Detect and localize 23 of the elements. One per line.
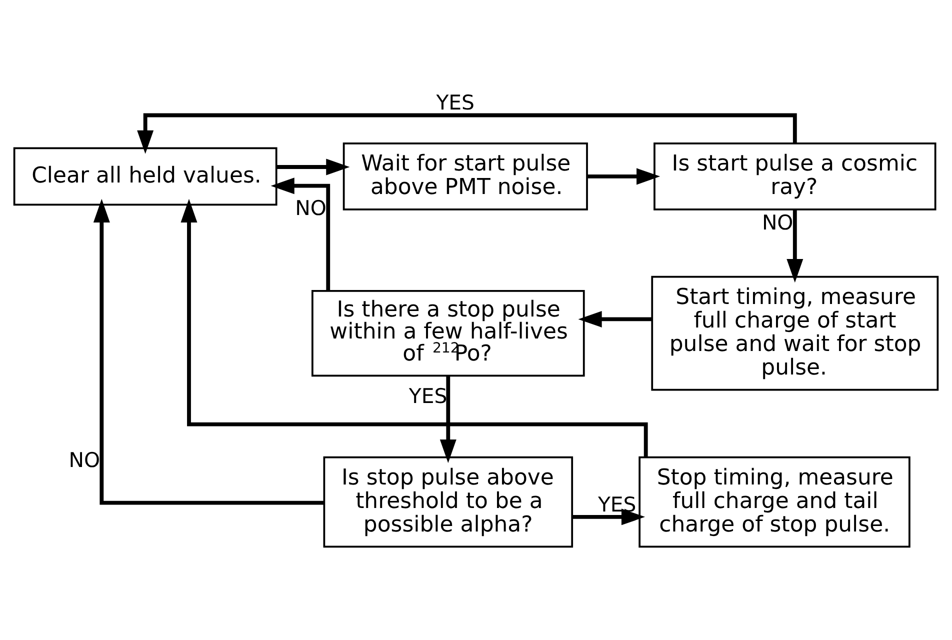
arrow [786,210,804,283]
arrow [180,198,648,458]
edge-label: YES [436,90,474,115]
edge-label: YES [598,492,636,516]
edge-label: YES [408,384,448,408]
edge-label: NO [762,210,794,235]
arrow [137,113,797,154]
node-box: Start timing, measure full charge of start pulse and wait for stop pulse. [651,276,939,391]
arrow [93,198,324,505]
node-box: Is start pulse a cosmic ray? [654,142,936,210]
node-box: Clear all held values. [13,147,278,206]
node-box: Is stop pulse above threshold to be a possible alpha? [323,456,574,548]
arrow [578,310,652,328]
arrow [572,508,646,526]
node-box: Is there a stop pulse within a few half-lives of $^{212}$Po? [311,290,585,377]
node-box: Wait for start pulse above PMT noise. [342,142,588,210]
arrow [270,178,330,291]
node-box: Stop timing, measure full charge and tail charge of stop pulse. [638,456,910,548]
edge-label: NO [68,448,100,472]
arrow [276,158,350,176]
arrow [587,168,660,185]
arrow [440,376,456,464]
edge-label: NO [295,196,326,220]
